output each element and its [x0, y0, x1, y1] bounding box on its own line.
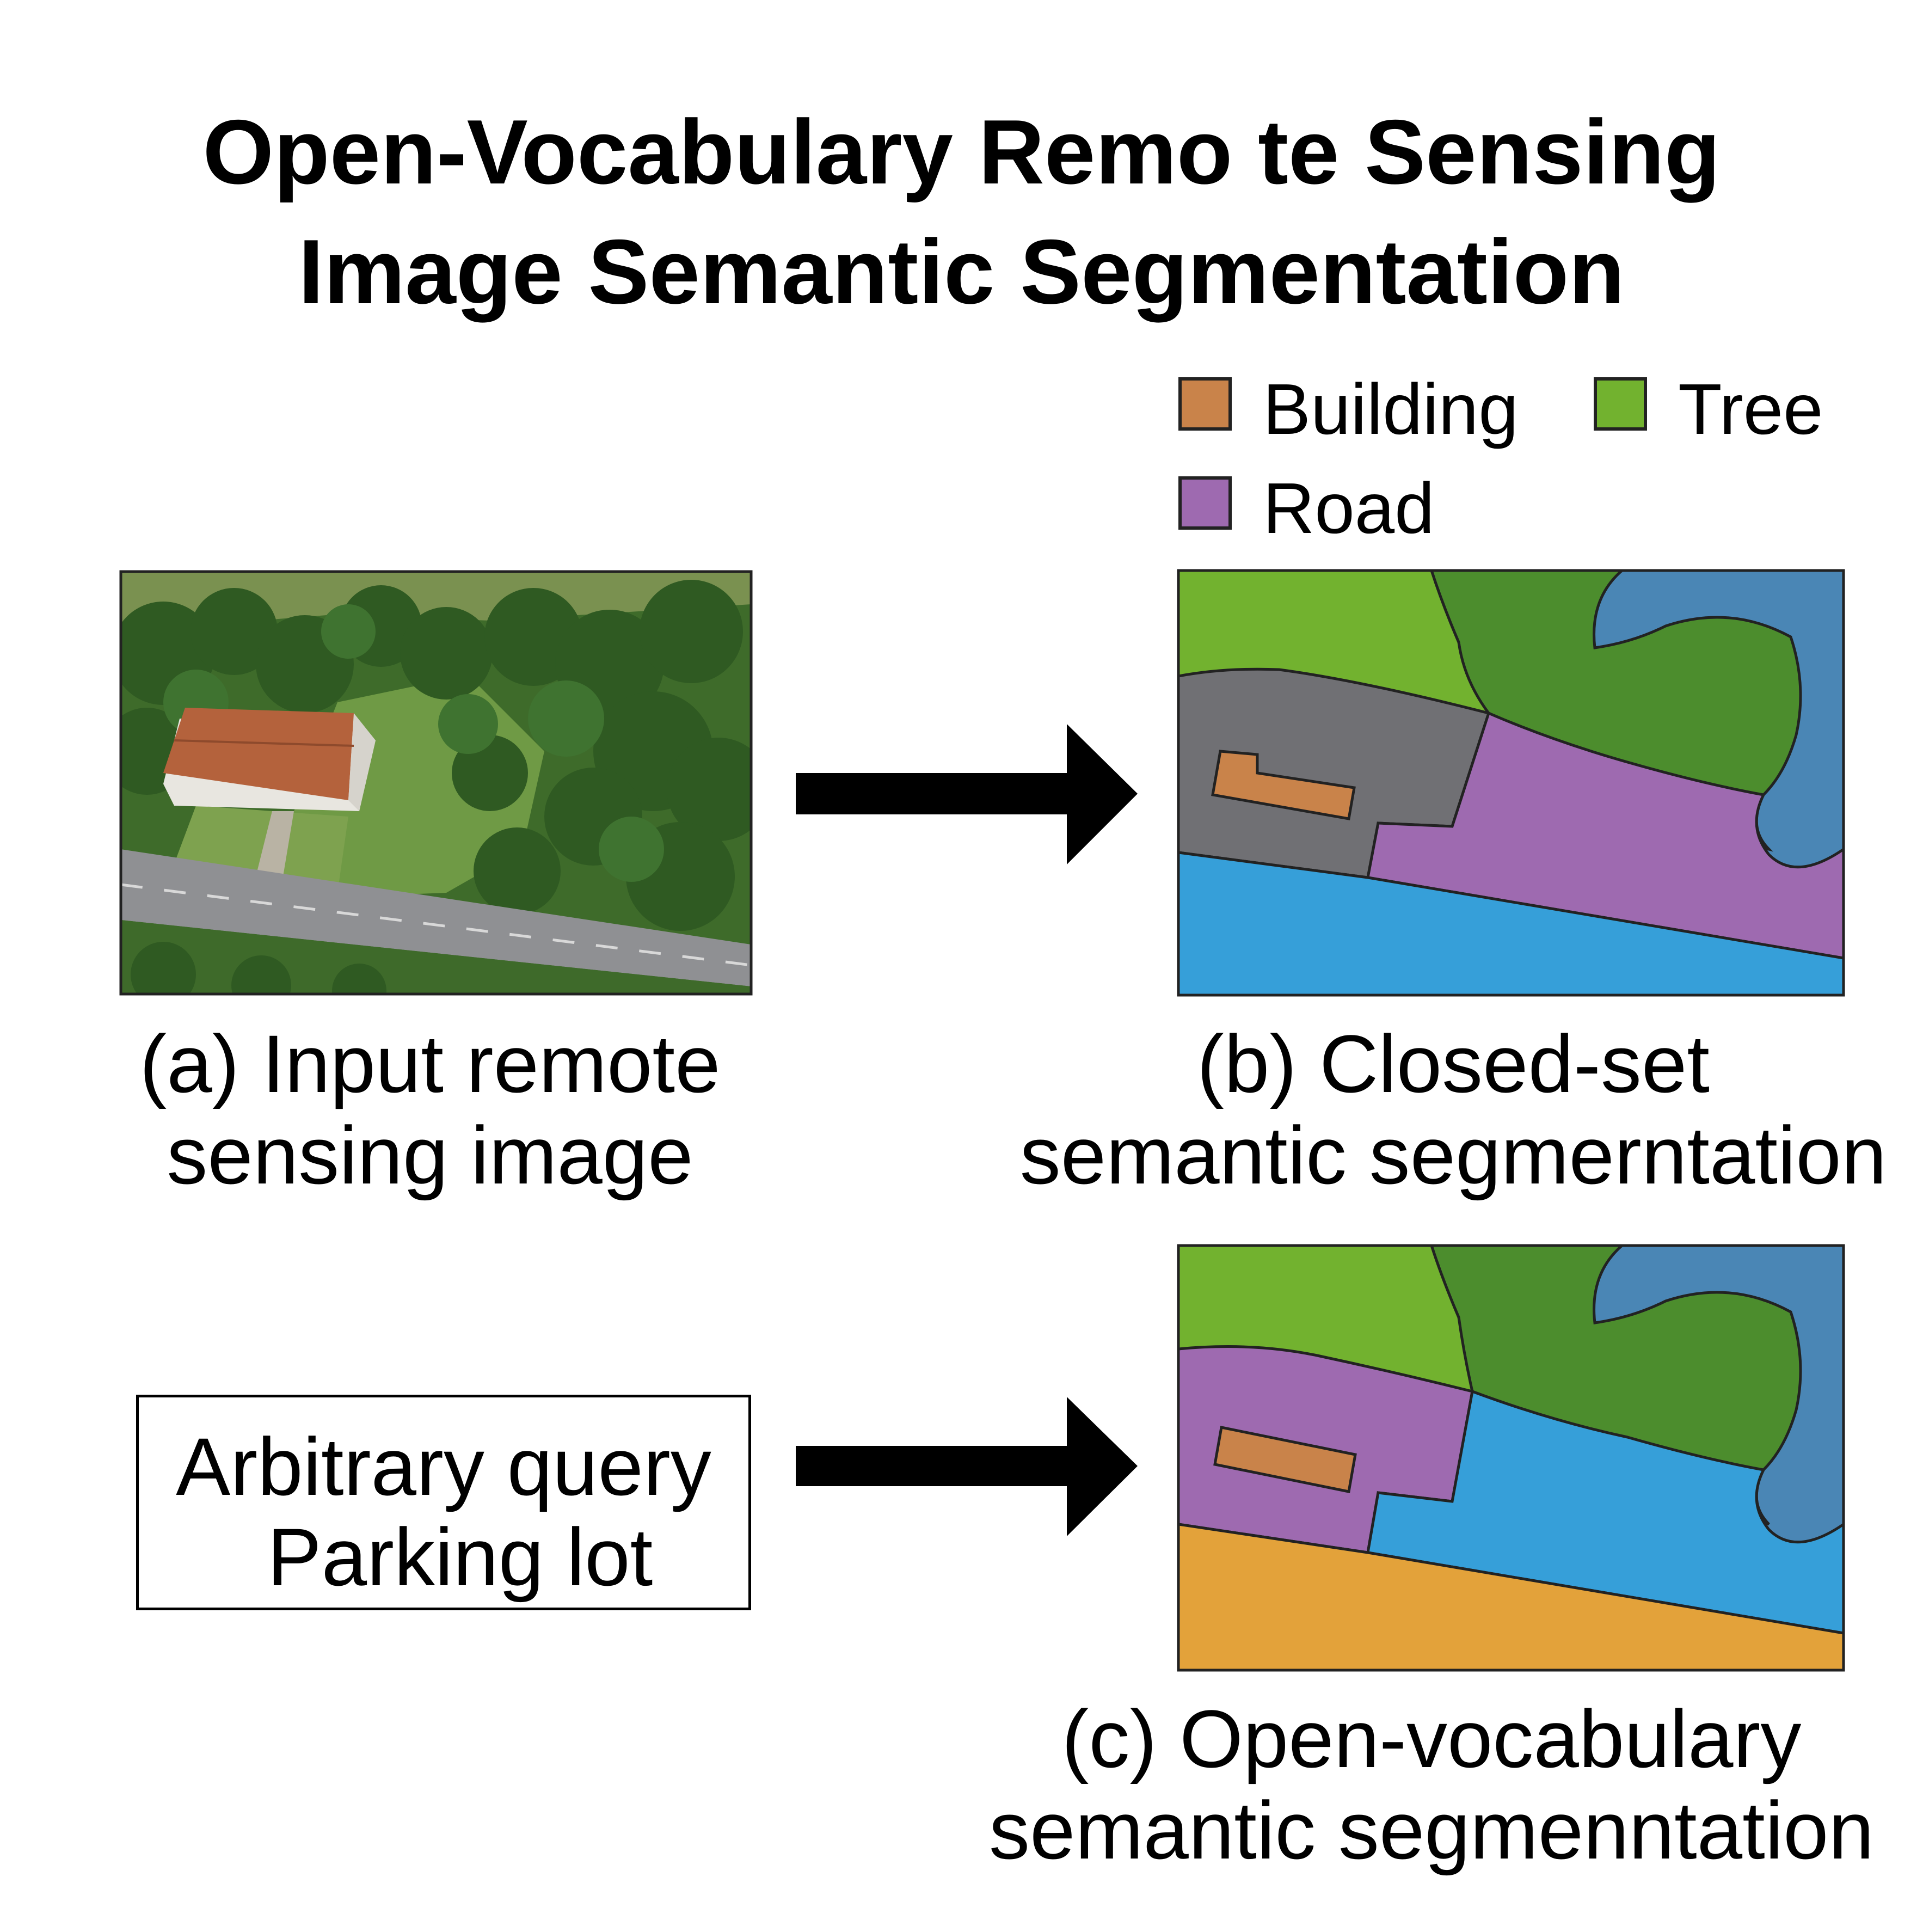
caption-a-line-1: (a) Input remote: [139, 1018, 721, 1109]
query-label: Arbitrary query: [176, 1421, 711, 1512]
caption-c-line-1: (c) Open-vocabulary: [1061, 1693, 1802, 1784]
open-vocabulary-segmentation-map: [1178, 1246, 1844, 1670]
figure-title-line-2: Image Semantic Segmentation: [298, 220, 1625, 323]
caption-c-line-2: semantic segmenntation: [989, 1784, 1874, 1876]
legend-label-road: Road: [1263, 468, 1435, 548]
caption-a-line-2: sensing image: [167, 1109, 693, 1201]
caption-b-line-1: (b) Closed-set: [1197, 1018, 1710, 1109]
caption-input-image: (a) Input remote sensing image: [98, 1018, 762, 1201]
query-box: Arbitrary query Parking lot: [136, 1395, 751, 1610]
legend-swatch-road: [1178, 476, 1232, 530]
legend-label-tree: Tree: [1678, 369, 1823, 449]
legend-label-building: Building: [1263, 369, 1519, 449]
caption-open-vocabulary: (c) Open-vocabulary semantic segmenntati…: [969, 1693, 1894, 1876]
arrow-to-open-vocabulary: [796, 1397, 1138, 1536]
input-aerial-image: [121, 572, 751, 994]
figure-title-line-1: Open-Vocabulary Remo te Sensing: [202, 101, 1721, 203]
closed-set-segmentation-map: [1178, 571, 1844, 995]
query-value: Parking lot: [267, 1511, 653, 1603]
arrow-to-closed-set: [796, 724, 1138, 864]
legend-swatch-tree: [1594, 377, 1647, 431]
legend-swatch-building: [1178, 377, 1232, 431]
caption-b-line-2: semantic segmerntation: [1019, 1109, 1887, 1201]
caption-closed-set: (b) Closed-set semantic segmerntation: [991, 1018, 1916, 1201]
